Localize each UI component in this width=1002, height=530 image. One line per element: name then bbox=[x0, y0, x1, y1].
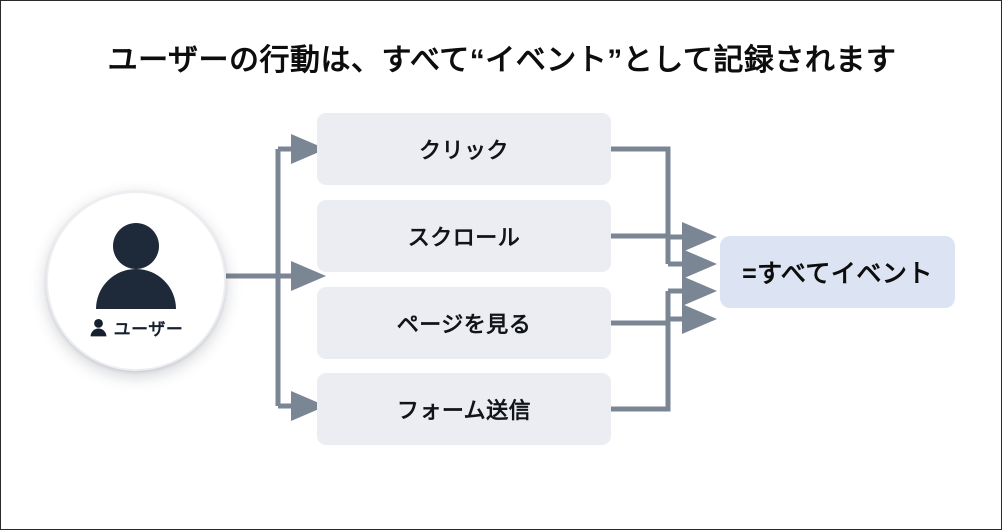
action-box-page-view[interactable]: ページを見る bbox=[317, 287, 611, 359]
result-label: =すべてイベント bbox=[742, 260, 933, 288]
action-box-click[interactable]: クリック bbox=[317, 113, 611, 185]
wire-box1-to-result bbox=[611, 146, 671, 237]
small-person-icon bbox=[90, 318, 107, 336]
action-box-form-submit[interactable]: フォーム送信 bbox=[317, 373, 611, 445]
user-node[interactable]: ユーザー bbox=[46, 191, 226, 371]
wire-box2-to-result bbox=[611, 233, 671, 264]
user-caption-label: ユーザー bbox=[113, 319, 184, 339]
wire-box4-to-result bbox=[611, 319, 671, 412]
right-connectors bbox=[611, 146, 717, 412]
action-box-label: ページを見る bbox=[396, 312, 532, 337]
result-box[interactable]: =すべてイベント bbox=[720, 236, 955, 308]
action-box-label: スクロール bbox=[407, 225, 521, 250]
user-caption: ユーザー bbox=[89, 315, 184, 340]
action-box-scroll[interactable]: スクロール bbox=[317, 200, 611, 272]
action-box-label: フォーム送信 bbox=[396, 398, 532, 423]
page-title: ユーザーの行動は、すべて“イベント”として記録されます bbox=[107, 44, 897, 77]
person-silhouette-icon bbox=[96, 222, 176, 309]
left-connectors bbox=[226, 134, 326, 421]
wire-box3-to-result bbox=[611, 291, 671, 326]
action-box-label: クリック bbox=[418, 138, 509, 163]
